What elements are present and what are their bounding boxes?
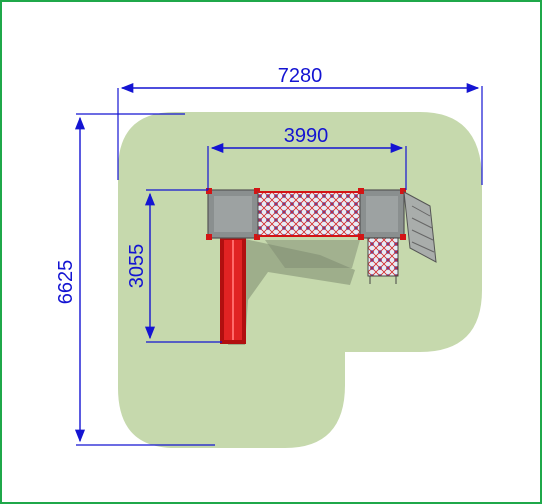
slide	[220, 236, 246, 344]
left-tower-deck	[206, 188, 260, 240]
dimension-module-width: 3990	[207, 125, 407, 190]
climbing-ladder	[367, 237, 399, 284]
dimension-module-depth: 3055	[126, 189, 222, 343]
net-shadow	[265, 240, 360, 268]
overall-width-label: 7280	[278, 65, 323, 87]
dimension-overall-width: 7280	[117, 65, 483, 185]
module-depth-label: 3055	[126, 244, 148, 289]
side-climbing-wall	[403, 191, 437, 263]
right-tower-deck	[358, 188, 406, 240]
dimension-overall-depth: 6625	[55, 113, 215, 446]
safety-zone	[118, 112, 482, 448]
net-bridge	[257, 191, 361, 237]
overall-depth-label: 6625	[55, 260, 77, 305]
module-width-label: 3990	[284, 125, 329, 147]
